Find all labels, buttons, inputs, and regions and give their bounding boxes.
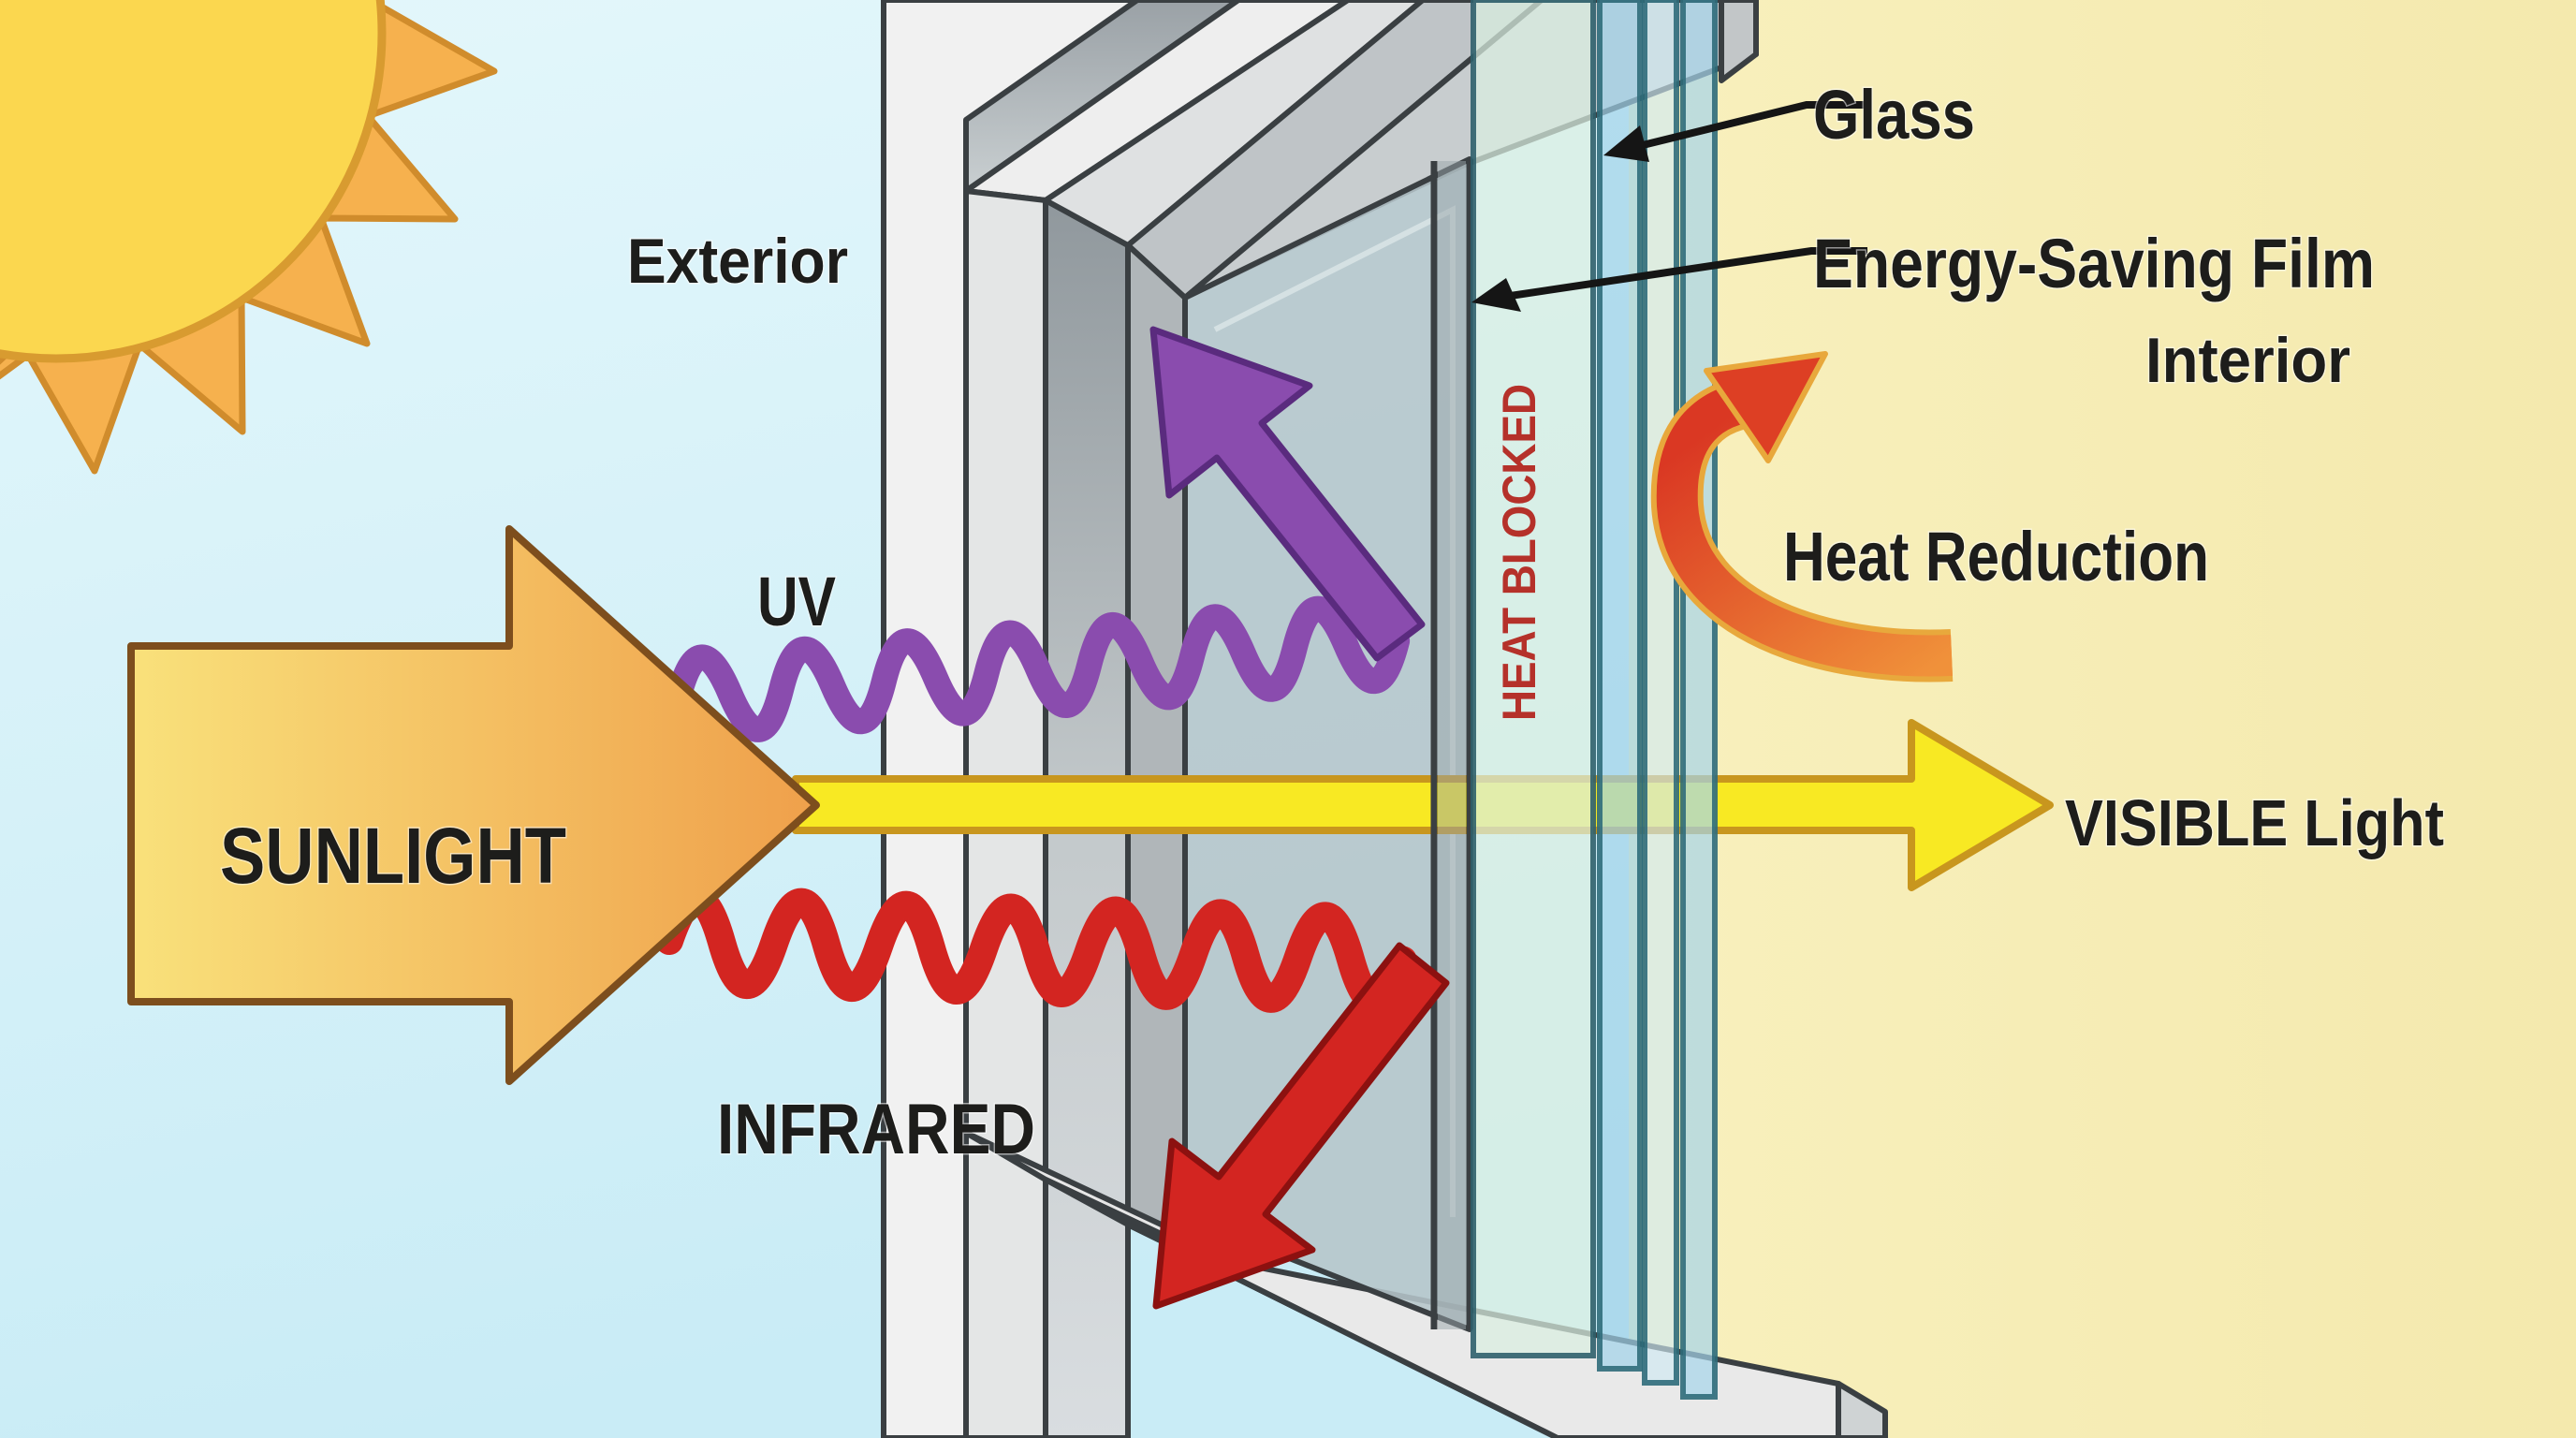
infrared-ray (655, 885, 1450, 1310)
label-visible-light: VISIBLE Light (2065, 786, 2444, 859)
glass-edge-fill (1438, 161, 1466, 1329)
label-sunlight: SUNLIGHT (220, 812, 566, 900)
label-uv: UV (757, 563, 836, 640)
sash-glass-pane (1182, 156, 1472, 1332)
glass-pointer-line (1642, 101, 1867, 149)
label-exterior: Exterior (627, 226, 848, 297)
infrared-wave (655, 885, 1417, 1016)
film-pointer-line (1497, 247, 1867, 301)
glass-pane-3 (1642, 0, 1679, 1386)
label-glass: Glass (1813, 76, 1975, 154)
frame-header-band-2 (1043, 0, 1426, 248)
label-interior: Interior (2145, 325, 2350, 396)
film-pointer-arrowhead (1471, 278, 1521, 312)
uv-wave (666, 595, 1411, 742)
label-energy-saving-film: Energy-Saving Film (1813, 225, 2375, 302)
glass-pane-2 (1597, 0, 1643, 1372)
glass-panes (1471, 0, 1718, 1400)
film-pane (1471, 0, 1596, 1358)
pointer-line-film (1471, 247, 1867, 312)
sunlight-arrow-shape (127, 525, 820, 1085)
infrared-reflect-arrow (1152, 942, 1450, 1310)
background-interior (1629, 0, 2576, 1438)
heat-reduction-arrow (1650, 351, 1954, 682)
glass-pane-4 (1680, 0, 1718, 1400)
frame-sill-block-face (1836, 1381, 1888, 1438)
visible-light-beam (792, 719, 2054, 891)
heat-reduction-curve (1656, 380, 1953, 677)
glass-pointer-arrowhead (1603, 125, 1649, 162)
uv-reflect-arrow (1149, 326, 1426, 662)
sash-glass (1182, 156, 1472, 1332)
sunlight-arrow: SUNLIGHT (127, 525, 820, 1085)
uv-ray (666, 326, 1426, 742)
heat-reduction-arrowhead (1704, 351, 1828, 463)
frame-top-end-cap (1719, 0, 1759, 83)
heat-blocked-label: HEAT BLOCKED (1493, 384, 1545, 721)
label-infrared: INFRARED (717, 1090, 1035, 1169)
pointer-line-glass (1603, 101, 1867, 162)
label-heat-reduction: Heat Reduction (1783, 518, 2209, 595)
sun-circle (0, 0, 387, 363)
glass-edge-band (1430, 161, 1473, 1329)
sun-icon (0, 0, 498, 475)
